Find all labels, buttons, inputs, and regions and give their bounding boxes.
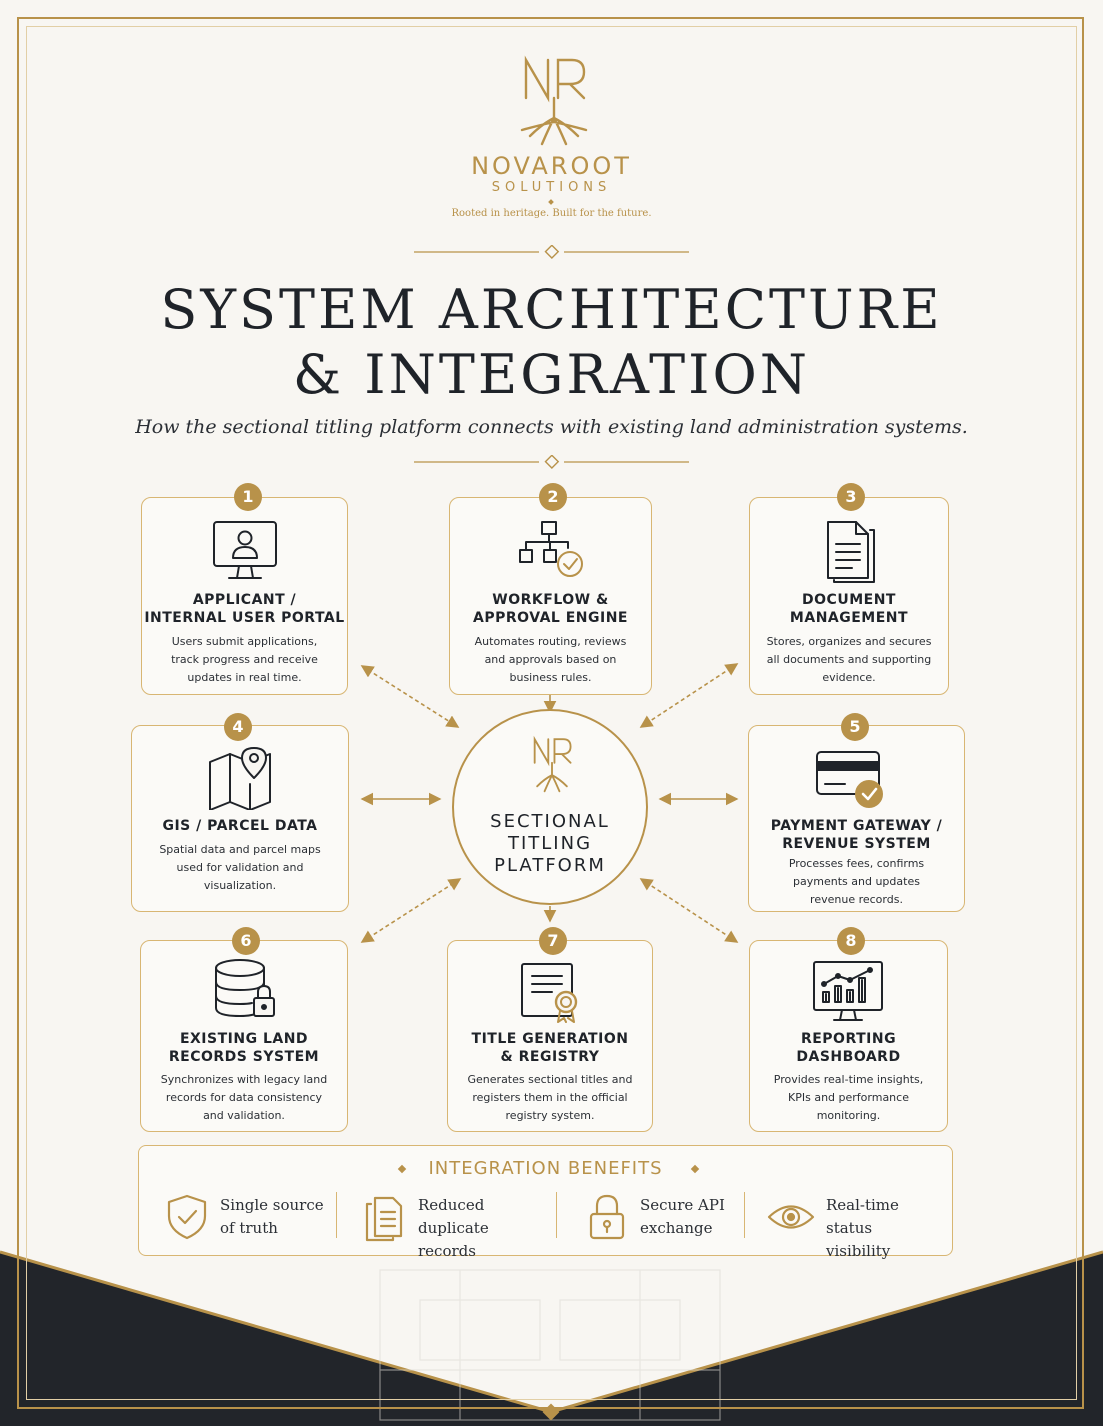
module-card-8: REPORTING DASHBOARD Provides real-time i… <box>749 940 948 1132</box>
bar-chart-monitor-icon <box>813 961 883 1021</box>
module-desc: Generates sectional titles and registers… <box>467 1073 633 1122</box>
module-badge-2: 2 <box>539 483 567 511</box>
module-title: APPLICANT / INTERNAL USER PORTAL <box>144 592 345 626</box>
module-title: TITLE GENERATION & REGISTRY <box>471 1031 629 1065</box>
hub-title: SECTIONAL TITLING PLATFORM <box>490 811 610 876</box>
module-desc: Stores, organizes and secures all docume… <box>766 635 932 684</box>
benefit-label: Secure API exchange <box>640 1196 725 1237</box>
module-badge-4: 4 <box>224 713 252 741</box>
central-platform-hub: SECTIONAL TITLING PLATFORM <box>452 709 648 905</box>
page-title-line1: SYSTEM ARCHITECTURE <box>160 278 943 341</box>
benefit-item-1: Single source of truth <box>163 1192 333 1242</box>
module-title: PAYMENT GATEWAY / REVENUE SYSTEM <box>770 818 943 852</box>
benefit-item-4: Real-time status visibility <box>767 1192 947 1260</box>
module-badge-3: 3 <box>837 483 865 511</box>
module-badge-8: 8 <box>837 927 865 955</box>
module-title: GIS / PARCEL DATA <box>162 818 318 834</box>
module-title: REPORTING DASHBOARD <box>796 1031 901 1065</box>
module-badge-7: 7 <box>539 927 567 955</box>
map-pin-icon <box>209 747 271 810</box>
module-badge-6: 6 <box>232 927 260 955</box>
module-card-1: APPLICANT / INTERNAL USER PORTAL Users s… <box>141 497 348 695</box>
brand-tagline: Rooted in heritage. Built for the future… <box>451 208 652 219</box>
benefit-item-3: Secure API exchange <box>583 1192 733 1242</box>
benefit-separator <box>744 1192 745 1238</box>
module-title: WORKFLOW & APPROVAL ENGINE <box>473 592 628 626</box>
module-desc: Spatial data and parcel maps used for va… <box>159 843 321 892</box>
module-desc: Users submit applications, track progres… <box>171 635 318 684</box>
integration-benefits-panel: INTEGRATION BENEFITS Single source of tr… <box>138 1145 953 1260</box>
brand-name: NOVAROOT <box>471 152 632 180</box>
module-card-4: GIS / PARCEL DATA Spatial data and parce… <box>131 725 349 912</box>
document-stack-icon <box>827 521 875 583</box>
benefits-title: INTEGRATION BENEFITS <box>428 1158 663 1179</box>
benefit-separator <box>336 1192 337 1238</box>
module-desc: Automates routing, reviews and approvals… <box>474 635 627 684</box>
divider-middle <box>414 455 689 469</box>
brand-subtitle: SOLUTIONS <box>491 180 612 195</box>
benefit-label: Real-time status visibility <box>826 1196 899 1260</box>
module-card-2: WORKFLOW & APPROVAL ENGINE Automates rou… <box>449 497 652 695</box>
workflow-check-icon <box>519 521 583 577</box>
certificate-icon <box>521 963 578 1023</box>
brand-logo-icon <box>520 55 588 146</box>
module-desc: Provides real-time insights, KPIs and pe… <box>773 1073 924 1122</box>
page-subtitle: How the sectional titling platform conne… <box>135 416 968 438</box>
benefit-item-2: Reduced duplicate records <box>361 1192 551 1260</box>
footer-band <box>0 1250 1103 1426</box>
hub-logo-icon <box>533 735 572 793</box>
module-card-3: DOCUMENT MANAGEMENT Stores, organizes an… <box>749 497 949 695</box>
lock-icon <box>589 1194 625 1240</box>
monitor-user-icon <box>213 521 277 579</box>
outer-frame <box>17 17 1084 1409</box>
database-lock-icon <box>215 959 275 1017</box>
module-badge-1: 1 <box>234 483 262 511</box>
inner-frame <box>26 26 1077 1400</box>
module-card-5: PAYMENT GATEWAY / REVENUE SYSTEM Process… <box>748 725 965 912</box>
shield-check-icon <box>167 1194 207 1240</box>
divider-top <box>414 245 689 259</box>
module-title: DOCUMENT MANAGEMENT <box>789 592 909 626</box>
module-card-6: EXISTING LAND RECORDS SYSTEM Synchronize… <box>140 940 348 1132</box>
documents-icon <box>365 1196 403 1242</box>
module-desc: Processes fees, confirms payments and up… <box>788 857 925 906</box>
benefit-label: Reduced duplicate records <box>418 1196 489 1260</box>
benefit-label: Single source of truth <box>220 1196 324 1237</box>
module-desc: Synchronizes with legacy land records fo… <box>160 1073 328 1122</box>
page-title-line2: & INTEGRATION <box>293 343 810 406</box>
eye-icon <box>767 1205 815 1229</box>
module-card-7: TITLE GENERATION & REGISTRY Generates se… <box>447 940 653 1132</box>
module-title: EXISTING LAND RECORDS SYSTEM <box>168 1031 320 1065</box>
module-badge-5: 5 <box>841 713 869 741</box>
credit-card-check-icon <box>816 751 883 808</box>
benefit-separator <box>556 1192 557 1238</box>
